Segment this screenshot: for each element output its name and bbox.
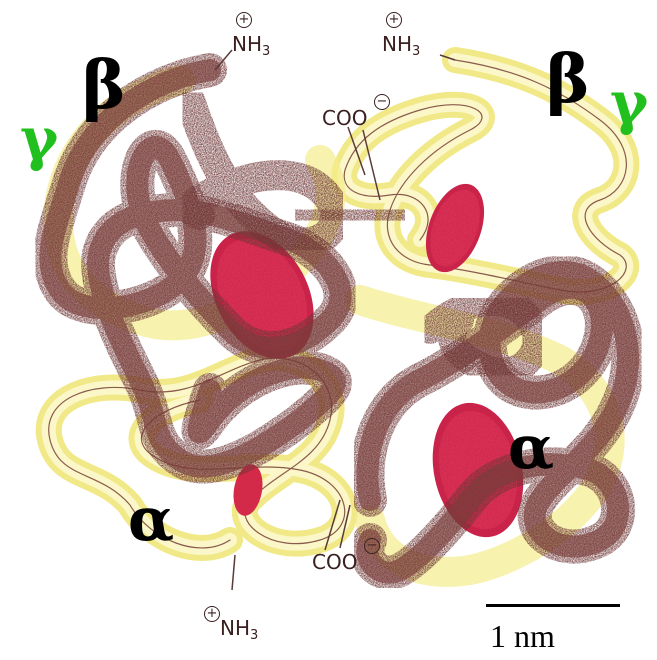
terminus-lines bbox=[214, 49, 456, 591]
alpha-label-right: α bbox=[508, 413, 555, 483]
plus-charge-icon: + bbox=[204, 606, 220, 622]
minus-charge-icon: − bbox=[364, 538, 380, 554]
carboxyl-terminus-top: COO − bbox=[322, 94, 390, 128]
heme-group-upper-right bbox=[425, 183, 485, 273]
scale-bar bbox=[486, 604, 620, 607]
brown-chain-lower-right bbox=[350, 254, 645, 590]
minus-charge-icon: − bbox=[374, 94, 390, 110]
beta-label-left: β bbox=[82, 46, 126, 124]
gamma-label-left: γ bbox=[20, 105, 59, 173]
plus-charge-icon: + bbox=[386, 12, 402, 28]
brown-chain-upper-left bbox=[33, 53, 415, 484]
beta-label-right: β bbox=[546, 40, 590, 118]
scale-bar-label: 1 nm bbox=[490, 618, 555, 654]
heme-group-lower-left bbox=[233, 464, 263, 516]
yellow-chain-top-right bbox=[331, 47, 640, 305]
plus-charge-icon: + bbox=[236, 12, 252, 28]
carboxyl-terminus-bottom: COO − bbox=[312, 538, 380, 572]
gamma-label-right: γ bbox=[610, 69, 649, 137]
amino-terminus-top-right: + NH3 bbox=[382, 12, 421, 59]
alpha-label-left: α bbox=[128, 485, 175, 555]
amino-terminus-top-left: + NH3 bbox=[232, 12, 271, 59]
amino-terminus-bottom: + NH3 bbox=[204, 606, 258, 642]
